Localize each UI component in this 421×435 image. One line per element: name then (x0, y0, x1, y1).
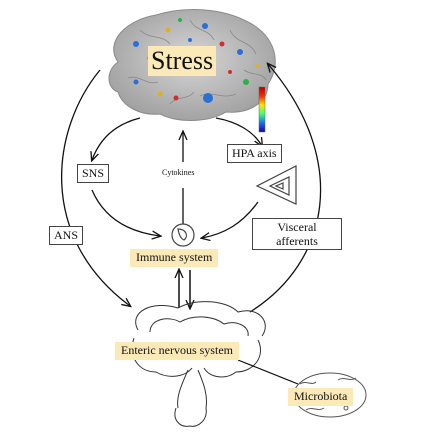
ans-arrow (61, 69, 130, 306)
triangle-gland-icon (255, 165, 297, 205)
brain-to-hpa-arrow (215, 117, 262, 146)
gland-to-immune-arrow (202, 201, 259, 238)
visceral-afferents-label: Visceral afferents (252, 218, 342, 250)
immune-system-label: Immune system (130, 249, 219, 267)
enteric-nervous-system-label: Enteric nervous system (115, 342, 239, 360)
brain-to-sns-arrow (92, 117, 141, 160)
colorbar-icon (258, 86, 266, 133)
sns-to-immune-arrow (91, 189, 160, 236)
cytokines-label: Cytokines (160, 168, 197, 177)
hpa-axis-label: HPA axis (227, 144, 282, 163)
immune-cell-icon (171, 223, 195, 247)
visceral-afferents-arrow (249, 64, 322, 313)
ens-microbiota-connector (237, 359, 299, 385)
microbiota-label: Microbiota (288, 388, 354, 406)
sns-label: SNS (77, 164, 110, 183)
stress-label: Stress (148, 46, 217, 76)
ans-label: ANS (49, 226, 84, 245)
intestine-icon (131, 301, 266, 427)
